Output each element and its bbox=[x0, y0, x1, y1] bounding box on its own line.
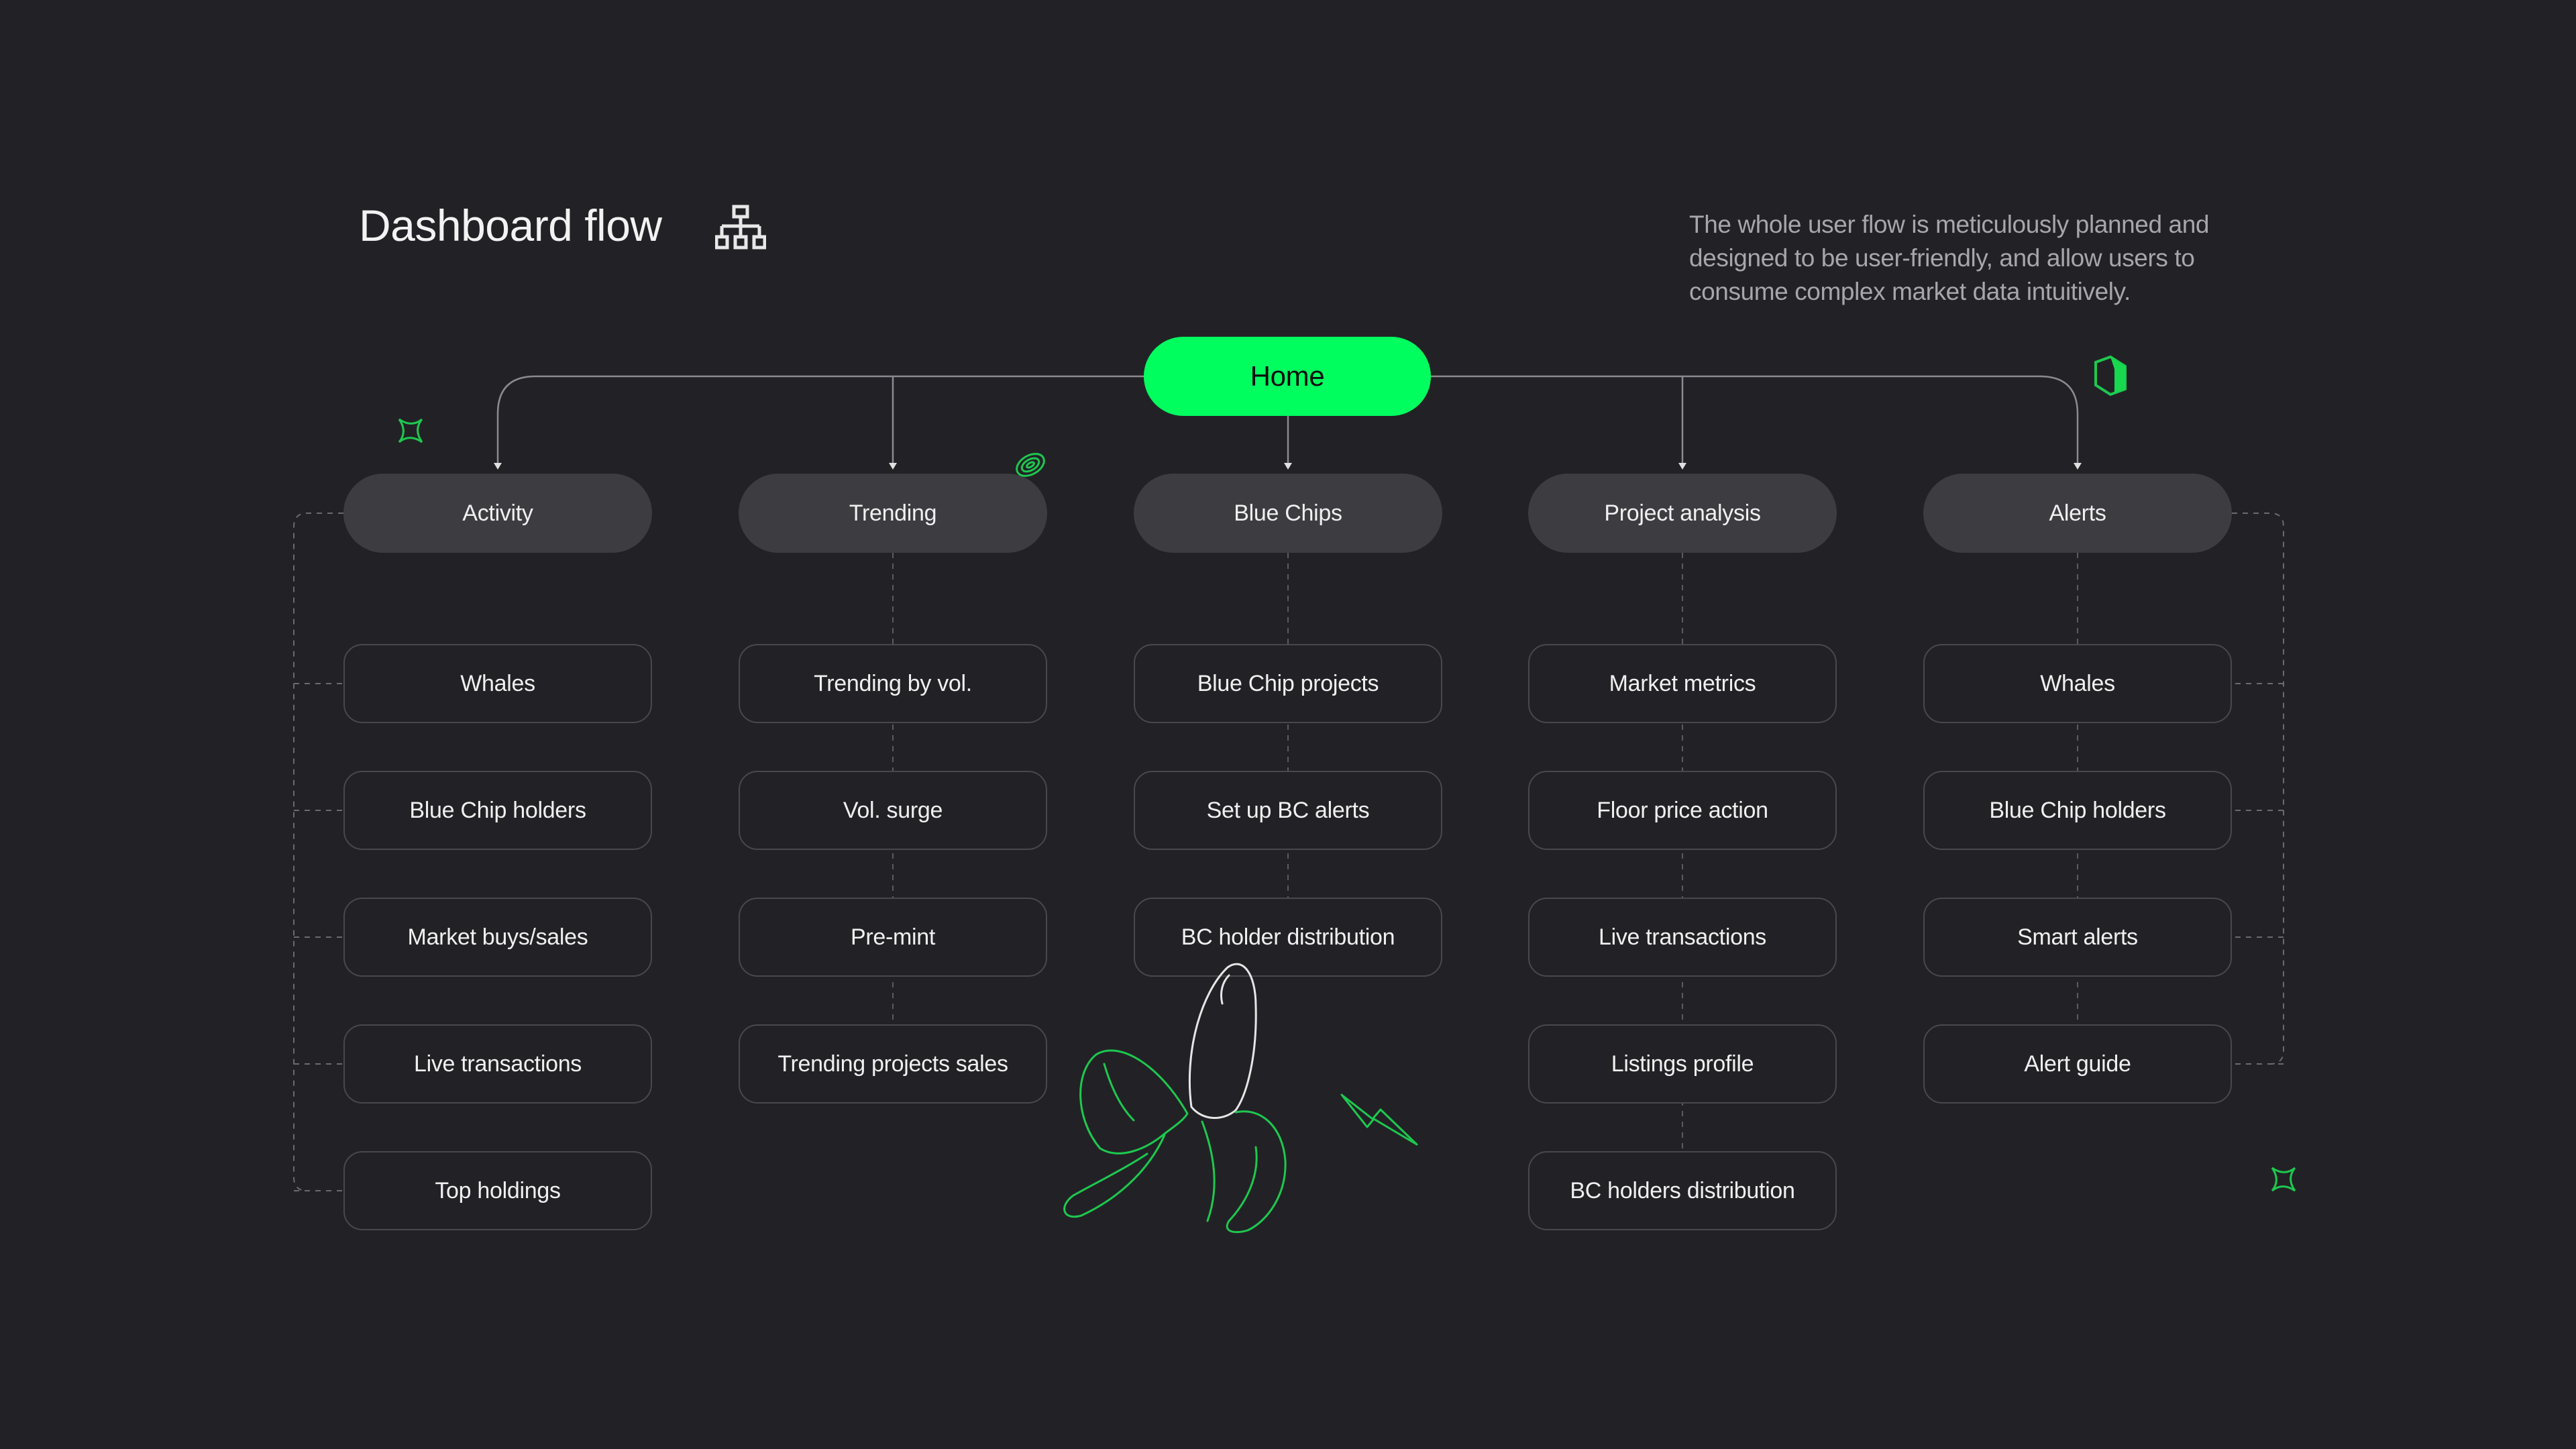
connector-home-right bbox=[1431, 375, 2079, 464]
item-alert-guide[interactable]: Alert guide bbox=[1923, 1024, 2232, 1104]
category-blue-chips[interactable]: Blue Chips bbox=[1134, 474, 1442, 553]
item-trending-by-vol[interactable]: Trending by vol. bbox=[739, 644, 1047, 723]
item-whales[interactable]: Whales bbox=[343, 644, 652, 723]
item-blue-chip-holders[interactable]: Blue Chip holders bbox=[1923, 771, 2232, 850]
item-whales[interactable]: Whales bbox=[1923, 644, 2232, 723]
item-vol-surge[interactable]: Vol. surge bbox=[739, 771, 1047, 850]
coin-icon bbox=[1016, 453, 1045, 477]
page-title: Dashboard flow bbox=[359, 201, 662, 250]
cube-icon bbox=[2094, 355, 2127, 396]
arrow-head-1 bbox=[889, 463, 897, 470]
item-live-transactions[interactable]: Live transactions bbox=[343, 1024, 652, 1104]
category-activity[interactable]: Activity bbox=[343, 474, 652, 553]
item-blue-chip-holders[interactable]: Blue Chip holders bbox=[343, 771, 652, 850]
connector-home-left bbox=[496, 375, 1144, 464]
item-live-transactions[interactable]: Live transactions bbox=[1528, 898, 1837, 977]
item-trending-projects-sales[interactable]: Trending projects sales bbox=[739, 1024, 1047, 1104]
item-pre-mint[interactable]: Pre-mint bbox=[739, 898, 1047, 977]
flow-description: The whole user flow is meticulously plan… bbox=[1689, 211, 2210, 305]
item-floor-price-action[interactable]: Floor price action bbox=[1528, 771, 1837, 850]
lightning-icon bbox=[1340, 1093, 1418, 1146]
item-top-holdings[interactable]: Top holdings bbox=[343, 1151, 652, 1230]
item-listings-profile[interactable]: Listings profile bbox=[1528, 1024, 1837, 1104]
sparkle-icon bbox=[398, 418, 423, 443]
item-bc-holders-distribution[interactable]: BC holders distribution bbox=[1528, 1151, 1837, 1230]
sparkle-icon bbox=[2271, 1167, 2296, 1192]
item-market-metrics[interactable]: Market metrics bbox=[1528, 644, 1837, 723]
category-project-analysis[interactable]: Project analysis bbox=[1528, 474, 1837, 553]
category-alerts[interactable]: Alerts bbox=[1923, 474, 2232, 553]
item-blue-chip-projects[interactable]: Blue Chip projects bbox=[1134, 644, 1442, 723]
bracket-4 bbox=[2232, 513, 2284, 1065]
arrow-head-3 bbox=[1678, 463, 1686, 470]
home-node[interactable]: Home bbox=[1144, 337, 1431, 416]
arrow-head-0 bbox=[494, 463, 502, 470]
item-market-buys-sales[interactable]: Market buys/sales bbox=[343, 898, 652, 977]
bracket-0 bbox=[293, 513, 343, 1191]
arrow-head-4 bbox=[2074, 463, 2082, 470]
item-bc-holder-distribution[interactable]: BC holder distribution bbox=[1134, 898, 1442, 977]
arrow-head-2 bbox=[1284, 463, 1292, 470]
banana-icon bbox=[1063, 963, 1287, 1234]
item-set-up-bc-alerts[interactable]: Set up BC alerts bbox=[1134, 771, 1442, 850]
item-smart-alerts[interactable]: Smart alerts bbox=[1923, 898, 2232, 977]
category-trending[interactable]: Trending bbox=[739, 474, 1047, 553]
sitemap-icon bbox=[715, 205, 766, 250]
